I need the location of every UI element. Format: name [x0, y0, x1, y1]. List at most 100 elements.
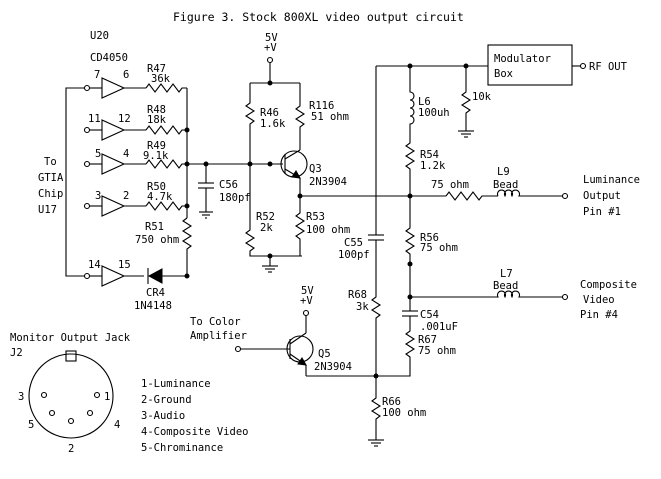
- pin-3: 3: [95, 190, 101, 202]
- r47-resistor: [145, 83, 187, 93]
- q5-value: 2N3904: [314, 361, 352, 373]
- rf-out-terminal: [579, 62, 587, 70]
- r51-resistor: [181, 217, 193, 276]
- c55-value: 100pf: [338, 249, 370, 261]
- r67-ref: R67: [418, 334, 437, 346]
- r75-resistor: [445, 191, 498, 201]
- gtia-label-3: Chip: [38, 188, 63, 200]
- junction: [247, 161, 253, 167]
- junction: [267, 80, 273, 86]
- r53-resistor: [294, 178, 306, 256]
- q5-supply-5v: 5V: [301, 285, 314, 297]
- gtia-label-4: U17: [38, 204, 57, 216]
- junction: [184, 273, 190, 279]
- jack-legend-item: 2-Ground: [141, 394, 192, 406]
- pin-2: 2: [123, 190, 129, 202]
- r54-value: 1.2k: [420, 160, 446, 172]
- r52-ref: R52: [256, 211, 275, 223]
- r50-value: 4.7k: [147, 191, 173, 203]
- r54-ref: R54: [420, 149, 439, 161]
- jack-legend-item: 3-Audio: [141, 410, 185, 422]
- r48-value: 18k: [147, 114, 167, 126]
- l7-ref: L7: [500, 268, 513, 280]
- rf-out-label: RF OUT: [589, 61, 628, 73]
- composite-video-terminal: [561, 293, 569, 301]
- buffer-3-2: [83, 195, 146, 217]
- r56-resistor: [404, 196, 416, 297]
- l9-value: Bead: [493, 179, 518, 191]
- pin-6: 6: [123, 69, 129, 81]
- composite-label-2: Video: [583, 294, 615, 306]
- c55-capacitor: [368, 66, 384, 288]
- buffer-5-4: [83, 153, 146, 175]
- r53-ref: R53: [306, 211, 325, 223]
- junction: [407, 261, 413, 267]
- r67-value: 75 ohm: [418, 345, 456, 357]
- l9-bead: [496, 189, 562, 198]
- r53-value: 100 ohm: [306, 224, 350, 236]
- junction: [184, 203, 190, 209]
- r49-resistor: [145, 159, 187, 169]
- q3-transistor: [280, 149, 308, 179]
- r46-ref: R46: [260, 107, 279, 119]
- q5-transistor: [286, 332, 314, 376]
- r68-ref: R68: [348, 289, 367, 301]
- r66-value: 100 ohm: [382, 407, 426, 419]
- r75-value: 75 ohm: [431, 179, 469, 191]
- r51-value: 750 ohm: [135, 234, 179, 246]
- c55-ref: C55: [344, 237, 363, 249]
- ground-icon: [262, 265, 278, 273]
- color-amp-label-2: Amplifier: [190, 330, 247, 342]
- buffer-14-15: [83, 265, 144, 287]
- pin-15: 15: [118, 259, 131, 271]
- r47-value: 36k: [151, 73, 171, 85]
- jack-pin-5: 5: [28, 419, 34, 431]
- u20-ref: U20: [90, 30, 109, 42]
- r56-value: 75 ohm: [420, 242, 458, 254]
- q3-supply-terminal: [266, 56, 274, 64]
- r10k-value: 10k: [472, 91, 492, 103]
- r68-resistor: [370, 288, 382, 376]
- ground-icon: [368, 439, 384, 447]
- buffer-7-6: [83, 77, 146, 99]
- r66-ref: R66: [382, 396, 401, 408]
- jack-legend-item: 4-Composite Video: [141, 426, 248, 438]
- luminance-label-1: Luminance: [583, 174, 640, 186]
- q5-supply-plus-v: +V: [300, 295, 313, 307]
- c56-ref: C56: [219, 179, 238, 191]
- pin-12: 12: [118, 113, 131, 125]
- q3-ref: Q3: [309, 163, 322, 175]
- l7-value: Bead: [493, 280, 518, 292]
- r49-ref: R49: [147, 140, 166, 152]
- gtia-label-2: GTIA: [38, 172, 64, 184]
- luminance-label-2: Output: [583, 190, 621, 202]
- l9-ref: L9: [497, 166, 510, 178]
- modulator-box: [487, 44, 573, 86]
- jack-pin-1: 1: [104, 391, 110, 403]
- c56-capacitor: [198, 164, 214, 219]
- pin-11: 11: [88, 113, 101, 125]
- composite-label-3: Pin #4: [580, 309, 618, 321]
- q3-supply-5v: 5V: [265, 32, 278, 44]
- q3-supply-rail: [250, 62, 300, 84]
- modulator-label-1: Modulator: [494, 53, 551, 65]
- r52-value: 2k: [260, 222, 273, 234]
- q3-value: 2N3904: [309, 176, 347, 188]
- r56-ref: R56: [420, 232, 439, 244]
- r66-resistor: [370, 376, 382, 440]
- r116-resistor: [294, 83, 306, 150]
- r116-ref: R116: [309, 100, 334, 112]
- q5-ref: Q5: [318, 348, 331, 360]
- pin-4: 4: [123, 148, 129, 160]
- r48-resistor: [145, 125, 187, 135]
- junction: [184, 127, 190, 133]
- color-amp-label-1: To Color: [190, 316, 241, 328]
- gtia-label-1: To: [44, 156, 57, 168]
- jack-pin-4: 4: [114, 419, 120, 431]
- r116-value: 51 ohm: [311, 111, 349, 123]
- c54-value: .001uF: [420, 321, 458, 333]
- l6-value: 100uh: [418, 107, 450, 119]
- r48-ref: R48: [147, 104, 166, 116]
- pin-14: 14: [88, 259, 101, 271]
